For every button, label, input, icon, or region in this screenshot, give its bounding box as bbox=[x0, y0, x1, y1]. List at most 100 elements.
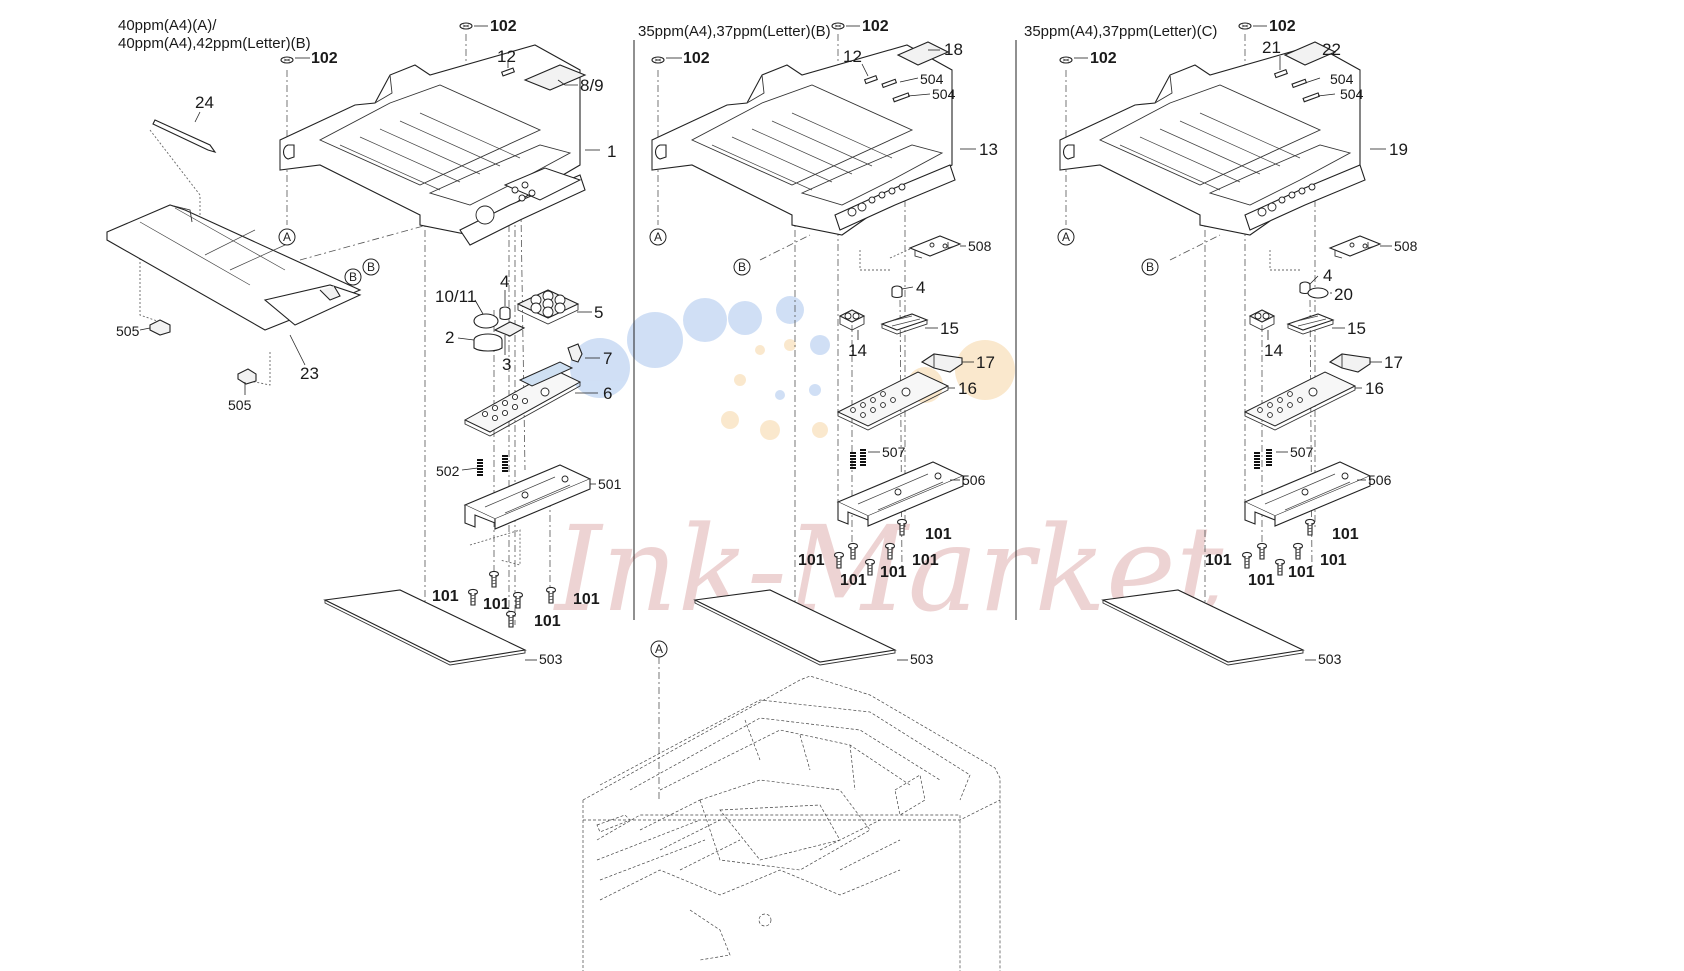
callout-b-17: 17 bbox=[976, 353, 995, 372]
ref-b-panel-a-2: B bbox=[362, 258, 380, 276]
screw-102-pb-b bbox=[651, 56, 665, 64]
top-cover-13 bbox=[651, 44, 953, 236]
callout-a-12: 12 bbox=[497, 47, 516, 66]
callout-a-101c: 101 bbox=[573, 591, 600, 608]
callout-b-4: 4 bbox=[916, 278, 925, 297]
callout-a-503: 503 bbox=[539, 651, 563, 667]
screw-102-b bbox=[280, 56, 294, 64]
callout-b-12: 12 bbox=[843, 47, 862, 66]
watermark-text: Ink-Market bbox=[553, 500, 1224, 638]
callout-b-506: 506 bbox=[962, 472, 986, 488]
label-sheet-22 bbox=[1283, 41, 1337, 66]
part-4-pb bbox=[891, 285, 903, 299]
svg-text:A: A bbox=[283, 230, 291, 244]
callout-c-22: 22 bbox=[1322, 40, 1341, 59]
callout-b-101d: 101 bbox=[880, 564, 907, 581]
callout-c-101c: 101 bbox=[1248, 572, 1275, 589]
callout-a-102a: 102 bbox=[490, 18, 517, 35]
screw-101-pc-d bbox=[1292, 542, 1304, 560]
screw-101-e bbox=[505, 610, 517, 628]
callout-a-101a: 101 bbox=[432, 588, 459, 605]
svg-text:A: A bbox=[1062, 230, 1070, 244]
ref-a-panel-a: A bbox=[278, 228, 296, 246]
spring-507-pc-a bbox=[1253, 452, 1261, 469]
screw-101-pc-a bbox=[1241, 551, 1253, 569]
part-7-tab bbox=[567, 343, 583, 363]
label-504-pb-b bbox=[892, 92, 911, 103]
callout-c-4: 4 bbox=[1323, 266, 1332, 285]
callout-b-18: 18 bbox=[944, 40, 963, 59]
screw-102-pc-a bbox=[1238, 22, 1252, 30]
pcb-16-pc bbox=[1244, 371, 1356, 431]
callout-b-101c: 101 bbox=[840, 572, 867, 589]
part-4-knob bbox=[499, 306, 511, 321]
header-panel-b: 35ppm(A4),37ppm(Letter)(B) bbox=[638, 23, 831, 40]
svg-text:B: B bbox=[349, 270, 357, 284]
callout-b-507: 507 bbox=[882, 444, 906, 460]
frame-506-pc bbox=[1244, 461, 1371, 527]
callout-b-16: 16 bbox=[958, 379, 977, 398]
callout-c-16: 16 bbox=[1365, 379, 1384, 398]
callout-c-504a: 504 bbox=[1330, 71, 1354, 87]
callout-a-102b: 102 bbox=[311, 50, 338, 67]
callout-a-501: 501 bbox=[598, 476, 622, 492]
callout-b-102a: 102 bbox=[862, 18, 889, 35]
ref-a-panel-c: A bbox=[1057, 228, 1075, 246]
callout-b-13: 13 bbox=[979, 140, 998, 159]
callout-b-101b: 101 bbox=[798, 552, 825, 569]
callout-c-503: 503 bbox=[1318, 651, 1342, 667]
label-504-pb-a bbox=[881, 78, 898, 89]
callout-c-504b: 504 bbox=[1340, 86, 1364, 102]
callout-c-20: 20 bbox=[1334, 285, 1353, 304]
callout-a-101b: 101 bbox=[483, 596, 510, 613]
ref-a-printer: A bbox=[650, 640, 668, 658]
bracket-15-pb bbox=[881, 313, 928, 335]
header-panel-c: 35ppm(A4),37ppm(Letter)(C) bbox=[1024, 23, 1217, 40]
callout-c-507: 507 bbox=[1290, 444, 1314, 460]
ref-a-panel-b: A bbox=[649, 228, 667, 246]
clip-505-a bbox=[149, 319, 171, 336]
callout-a-1: 1 bbox=[607, 142, 616, 161]
dial-2 bbox=[473, 333, 503, 352]
callout-b-101e: 101 bbox=[912, 552, 939, 569]
bracket-508-pb bbox=[909, 235, 961, 259]
callout-b-101a: 101 bbox=[925, 526, 952, 543]
callout-c-101a: 101 bbox=[1332, 526, 1359, 543]
screw-102-a bbox=[459, 22, 473, 30]
part-24-rod bbox=[152, 119, 217, 153]
callout-a-10-11: 10/11 bbox=[435, 287, 476, 306]
label-12 bbox=[500, 67, 516, 77]
callout-a-502: 502 bbox=[436, 463, 460, 479]
screw-101-pc-b bbox=[1256, 542, 1268, 560]
spring-507-pc-b bbox=[1265, 449, 1273, 466]
ref-b-panel-a-1: B bbox=[344, 268, 362, 286]
printer-body: A bbox=[582, 640, 1001, 971]
screw-101-b bbox=[488, 570, 500, 588]
svg-text:B: B bbox=[738, 260, 746, 274]
callout-b-504b: 504 bbox=[932, 86, 956, 102]
callout-b-508: 508 bbox=[968, 238, 992, 254]
callout-a-6: 6 bbox=[603, 384, 612, 403]
svg-text:A: A bbox=[655, 642, 663, 656]
callout-a-24: 24 bbox=[195, 93, 214, 112]
callout-b-503: 503 bbox=[910, 651, 934, 667]
callout-c-101b: 101 bbox=[1205, 552, 1232, 569]
callout-c-506: 506 bbox=[1368, 472, 1392, 488]
callout-a-101d: 101 bbox=[534, 613, 561, 630]
label-504-pc-a bbox=[1291, 78, 1308, 89]
callout-c-101e: 101 bbox=[1320, 552, 1347, 569]
svg-text:B: B bbox=[1146, 260, 1154, 274]
callout-b-102b: 102 bbox=[683, 50, 710, 67]
spring-502-a bbox=[476, 459, 484, 476]
ref-b-panel-c: B bbox=[1141, 258, 1159, 276]
screw-101-pc-e bbox=[1304, 518, 1316, 536]
svg-text:B: B bbox=[367, 260, 375, 274]
callout-c-102a: 102 bbox=[1269, 18, 1296, 35]
screw-101-pc-c bbox=[1274, 558, 1286, 576]
spring-507-pb-a bbox=[849, 452, 857, 469]
screw-102-pc-b bbox=[1059, 56, 1073, 64]
label-12-pb bbox=[863, 75, 878, 85]
callout-a-505a: 505 bbox=[116, 323, 140, 339]
header-panel-a-line2: 40ppm(A4),42ppm(Letter)(B) bbox=[118, 35, 311, 52]
